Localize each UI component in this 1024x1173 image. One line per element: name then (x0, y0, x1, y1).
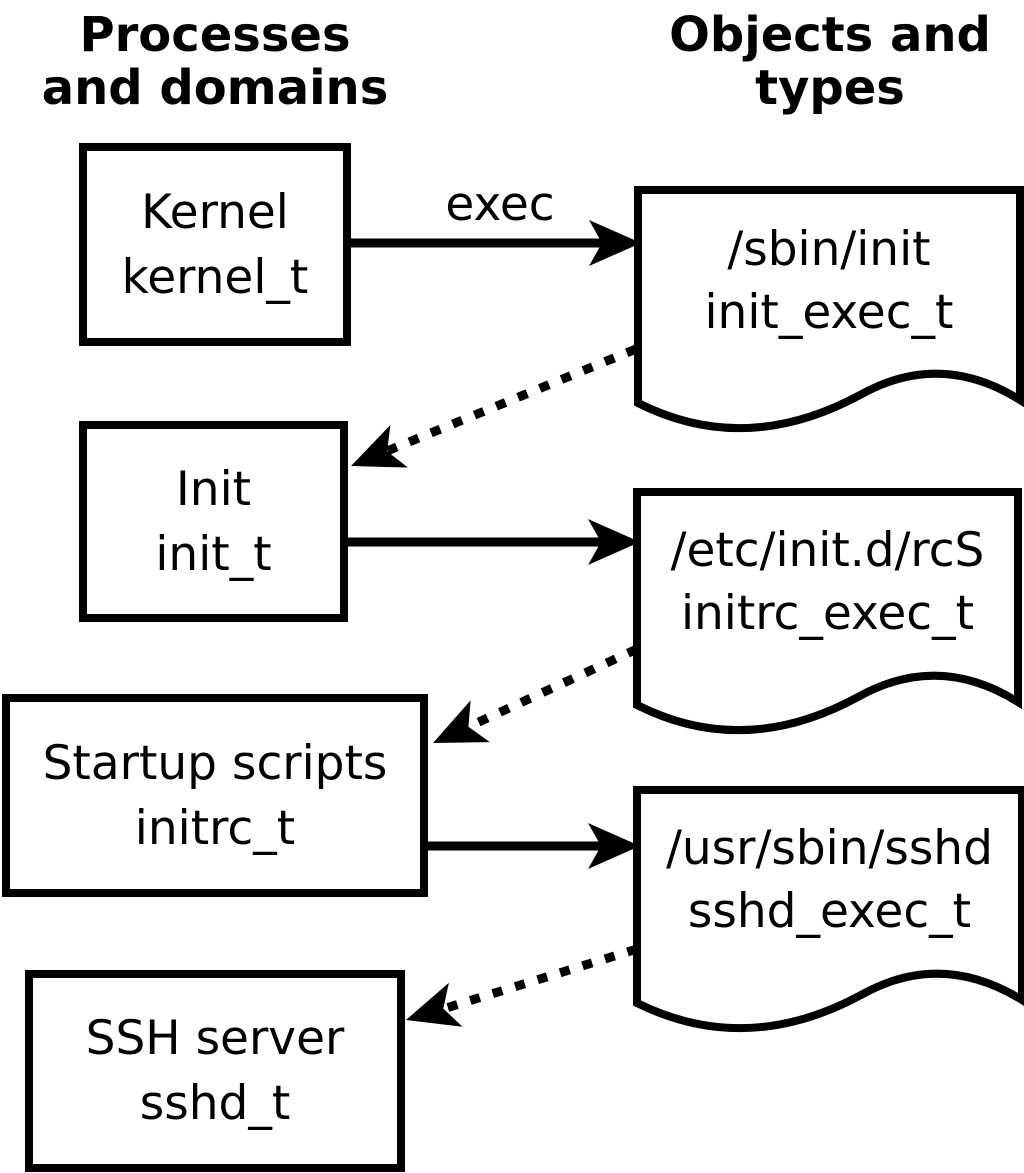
exec-arrow-label: exec (445, 177, 555, 232)
arrowhead-icon (351, 424, 408, 468)
arrowhead-icon (588, 519, 640, 565)
object-path: /sbin/init (727, 222, 931, 277)
object-label-usr-sbin-sshd: /usr/sbin/sshd sshd_exec_t (637, 792, 1022, 968)
document-shape-etc-initd-rcs (633, 488, 1022, 735)
document-shape-usr-sbin-sshd (633, 786, 1024, 1033)
process-name: SSH server (85, 1011, 345, 1066)
process-name: Startup scripts (42, 735, 388, 791)
process-domain-type: init_t (155, 526, 272, 582)
object-label-sbin-init: /sbin/init init_exec_t (638, 192, 1020, 370)
transition-arrow-sbin-init-to-init (351, 344, 638, 468)
heading-processes-and-domains: Processes and domains (0, 9, 430, 115)
transition-arrow-etc-initd-rcs-to-startup (433, 644, 639, 743)
arrowhead-icon (406, 982, 463, 1027)
process-domain-type: initrc_t (134, 800, 296, 856)
exec-arrow-kernel-to-sbin-init (346, 220, 641, 266)
object-path: /etc/init.d/rcS (670, 523, 985, 578)
heading-objects-and-types: Objects and types (630, 9, 1024, 115)
object-label-etc-initd-rcs: /etc/init.d/rcS initrc_exec_t (637, 494, 1018, 670)
exec-arrow-init-to-etc-initd-rcs (343, 519, 640, 565)
process-domain-type: sshd_t (139, 1076, 291, 1131)
object-path: /usr/sbin/sshd (666, 821, 993, 876)
object-type: init_exec_t (704, 285, 954, 340)
process-box-init: Init init_t (79, 421, 348, 622)
arrowhead-icon (588, 823, 640, 869)
heading-line: Objects and (669, 7, 991, 63)
heading-line: types (755, 60, 905, 116)
process-name: Kernel (141, 184, 289, 240)
arrowhead-icon (433, 700, 490, 743)
transition-arrow-line (441, 944, 639, 1014)
process-domain-type: kernel_t (121, 249, 309, 305)
exec-arrow-startup-to-usr-sbin-sshd (424, 823, 640, 869)
transition-arrow-line (466, 644, 639, 732)
process-box-kernel: Kernel kernel_t (79, 143, 351, 346)
process-name: Init (175, 461, 252, 517)
transition-arrow-usr-sbin-sshd-to-sshd (406, 944, 639, 1027)
arrowhead-icon (589, 220, 641, 266)
document-shape-sbin-init (634, 186, 1024, 433)
process-box-ssh-server: SSH server sshd_t (25, 970, 405, 1172)
heading-line: Processes (79, 7, 351, 63)
process-box-startup-scripts: Startup scripts initrc_t (2, 694, 428, 897)
object-type: initrc_exec_t (680, 586, 975, 641)
transition-arrow-line (385, 344, 638, 456)
heading-line: and domains (41, 60, 389, 116)
object-type: sshd_exec_t (687, 884, 972, 939)
